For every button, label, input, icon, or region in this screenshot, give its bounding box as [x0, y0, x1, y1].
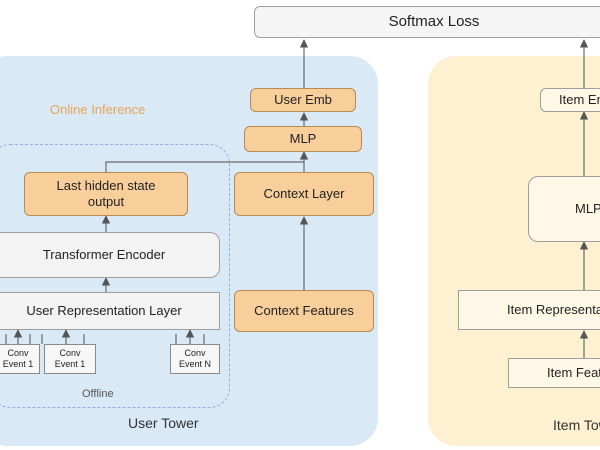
transformer-encoder-box: Transformer Encoder [0, 232, 220, 278]
item-mlp-label: MLP [575, 201, 600, 216]
conv-event-line2: Event N [178, 359, 211, 369]
item-emb-box: Item Emb [540, 88, 600, 112]
user-representation-label: User Representation Layer [26, 303, 182, 318]
user-emb-label: User Emb [274, 92, 332, 107]
item-representation-box: Item Representation [458, 290, 600, 330]
user-representation-box: User Representation Layer [0, 292, 220, 330]
conv-event-box: Conv Event N [170, 344, 220, 374]
user-emb-box: User Emb [250, 88, 356, 112]
conv-event-line1: Conv [59, 348, 81, 358]
offline-region [0, 144, 230, 408]
softmax-loss-label: Softmax Loss [388, 13, 480, 30]
user-mlp-label: MLP [289, 131, 317, 146]
conv-event-box: Conv Event 1 [0, 344, 40, 374]
last-hidden-state-box: Last hidden state output [24, 172, 188, 216]
conv-event-line2: Event 1 [2, 359, 34, 369]
last-hidden-state-label: Last hidden state output [56, 178, 156, 209]
context-layer-box: Context Layer [234, 172, 374, 216]
user-mlp-box: MLP [244, 126, 362, 152]
conv-event-box: Conv Event 1 [44, 344, 96, 374]
context-features-label: Context Features [254, 303, 354, 318]
softmax-loss-box: Softmax Loss [254, 6, 600, 38]
conv-event-line2: Event 1 [54, 359, 86, 369]
item-features-box: Item Features [508, 358, 600, 388]
transformer-encoder-label: Transformer Encoder [42, 247, 166, 262]
conv-event-line1: Conv [7, 348, 29, 358]
item-tower-title: Item Tower [553, 417, 600, 433]
online-inference-label: Online Inference [50, 102, 146, 117]
user-tower-title: User Tower [128, 415, 199, 431]
arrow-hidden-to-mlp [105, 161, 304, 172]
item-mlp-box: MLP [528, 176, 600, 242]
conv-event-line1: Conv [184, 348, 206, 358]
context-layer-label: Context Layer [263, 186, 345, 201]
item-features-label: Item Features [547, 365, 600, 380]
item-representation-label: Item Representation [507, 302, 600, 317]
item-emb-label: Item Emb [559, 92, 600, 107]
context-features-box: Context Features [234, 290, 374, 332]
offline-label: Offline [82, 388, 114, 400]
